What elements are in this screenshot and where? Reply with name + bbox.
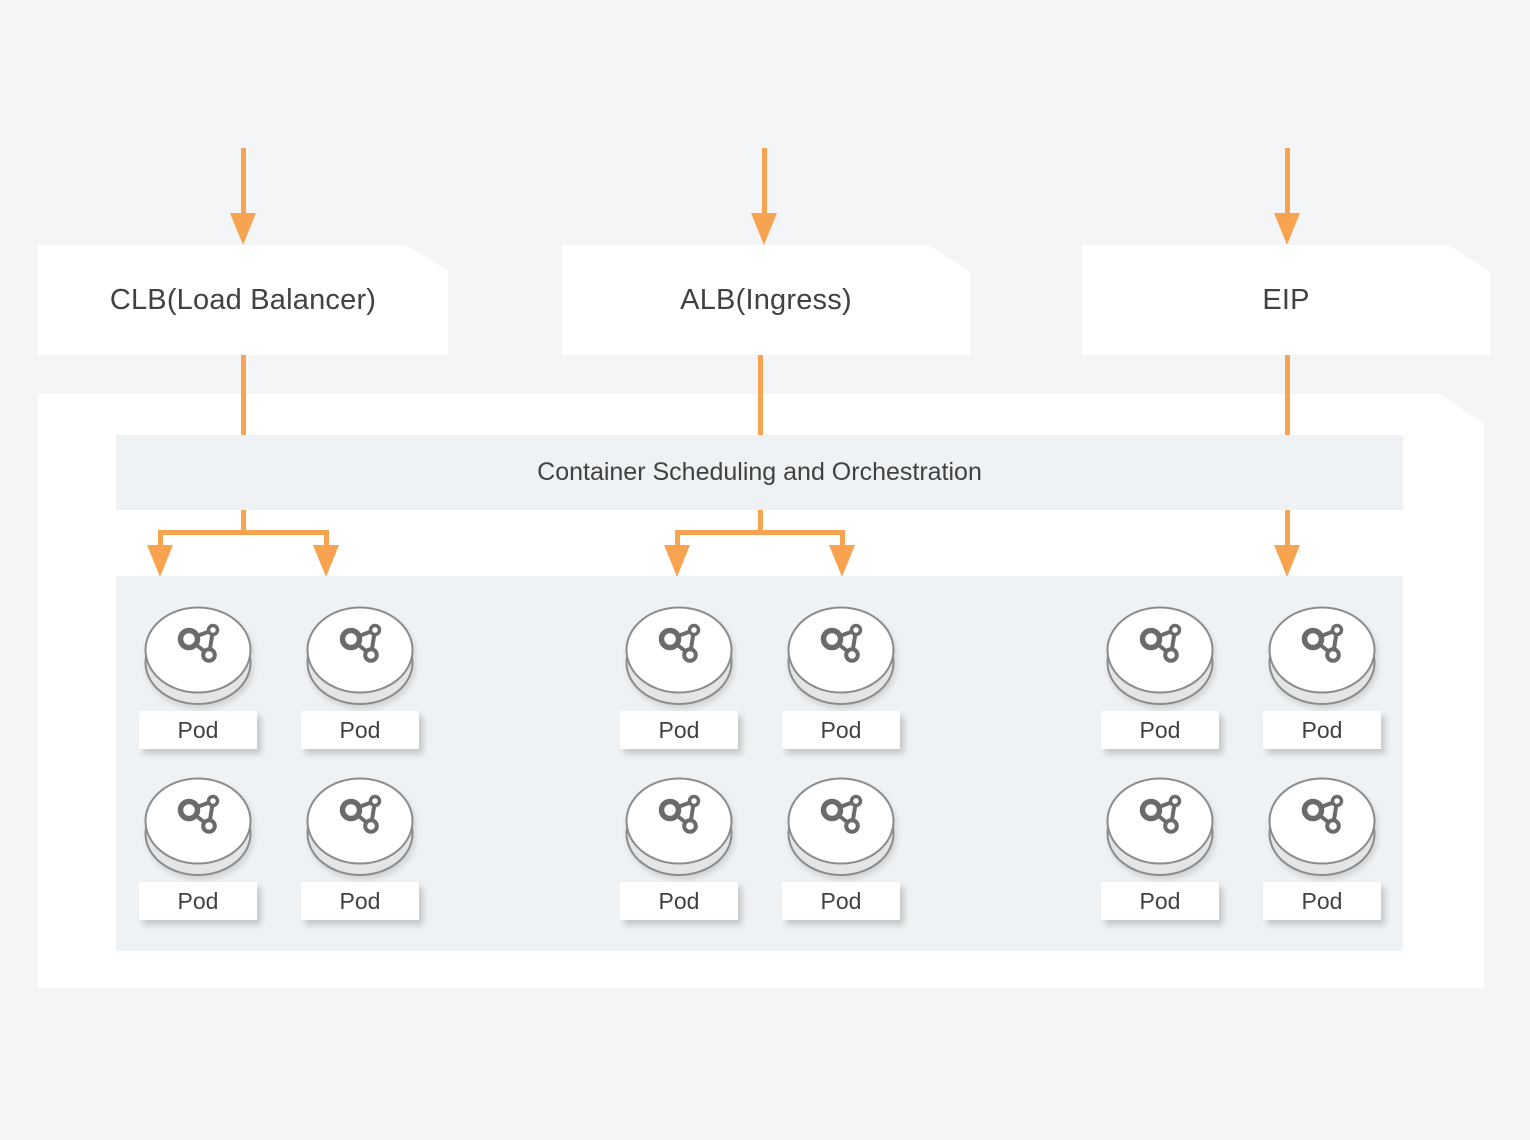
source-box-clb: CLB(Load Balancer) xyxy=(38,245,448,355)
arrow-down-icon xyxy=(751,213,777,245)
connector-alb-stub xyxy=(757,510,763,535)
pod-label: Pod xyxy=(139,711,257,749)
pod-cylinder-icon xyxy=(625,777,733,877)
pod-cylinder-icon xyxy=(306,606,414,706)
source-label-clb: CLB(Load Balancer) xyxy=(109,283,377,316)
pod-label: Pod xyxy=(620,711,738,749)
arrow-down-icon xyxy=(1274,213,1300,245)
connector-clb-branch xyxy=(157,530,329,535)
source-label-eip: EIP xyxy=(1262,283,1310,316)
connector-eip-to-scheduler xyxy=(1284,355,1290,435)
pod: Pod xyxy=(782,777,900,920)
pod: Pod xyxy=(1101,777,1219,920)
pod-label: Pod xyxy=(301,882,419,920)
arrow-down-icon xyxy=(147,545,173,577)
pod-cylinder-icon xyxy=(1268,606,1376,706)
connector-clb-to-scheduler xyxy=(240,355,246,435)
pod-cylinder-icon xyxy=(1268,777,1376,877)
pod-label: Pod xyxy=(1101,711,1219,749)
scheduler-title: Container Scheduling and Orchestration xyxy=(537,458,982,486)
pod: Pod xyxy=(139,606,257,749)
pod-cylinder-icon xyxy=(1106,606,1214,706)
connector-clb-stub xyxy=(240,510,246,535)
pod: Pod xyxy=(620,606,738,749)
arrow-down-icon xyxy=(313,545,339,577)
arrow-down-icon xyxy=(664,545,690,577)
pod-label: Pod xyxy=(782,711,900,749)
pod-cylinder-icon xyxy=(306,777,414,877)
connector-alb-branch xyxy=(674,530,845,535)
source-label-alb: ALB(Ingress) xyxy=(680,283,852,316)
source-box-alb: ALB(Ingress) xyxy=(562,245,970,355)
pod-cylinder-icon xyxy=(144,777,252,877)
pod: Pod xyxy=(1263,606,1381,749)
scheduler-band: Container Scheduling and Orchestration xyxy=(116,435,1403,510)
connector-clb-left-drop xyxy=(157,530,163,545)
pod-cylinder-icon xyxy=(625,606,733,706)
pod-label: Pod xyxy=(139,882,257,920)
pod: Pod xyxy=(139,777,257,920)
connector-eip-drop xyxy=(1284,510,1290,545)
pod-label: Pod xyxy=(301,711,419,749)
arrow-down-icon xyxy=(829,545,855,577)
pod-label: Pod xyxy=(1101,882,1219,920)
inbound-arrow-shaft-eip xyxy=(1284,148,1290,214)
source-box-eip: EIP xyxy=(1082,245,1490,355)
pod: Pod xyxy=(301,606,419,749)
pod: Pod xyxy=(1101,606,1219,749)
connector-alb-to-scheduler xyxy=(757,355,763,435)
inbound-arrow-shaft-alb xyxy=(761,148,767,214)
pod-cylinder-icon xyxy=(144,606,252,706)
connector-alb-right-drop xyxy=(839,530,845,545)
pod-label: Pod xyxy=(1263,882,1381,920)
pod-label: Pod xyxy=(620,882,738,920)
pod: Pod xyxy=(782,606,900,749)
pod-cylinder-icon xyxy=(1106,777,1214,877)
pod-label: Pod xyxy=(782,882,900,920)
arrow-down-icon xyxy=(230,213,256,245)
connector-clb-right-drop xyxy=(323,530,329,545)
arrow-down-icon xyxy=(1274,545,1300,577)
pod: Pod xyxy=(620,777,738,920)
pod: Pod xyxy=(301,777,419,920)
pod: Pod xyxy=(1263,777,1381,920)
inbound-arrow-shaft-clb xyxy=(240,148,246,214)
pod-cylinder-icon xyxy=(787,777,895,877)
pod-cylinder-icon xyxy=(787,606,895,706)
connector-alb-left-drop xyxy=(674,530,680,545)
pod-label: Pod xyxy=(1263,711,1381,749)
